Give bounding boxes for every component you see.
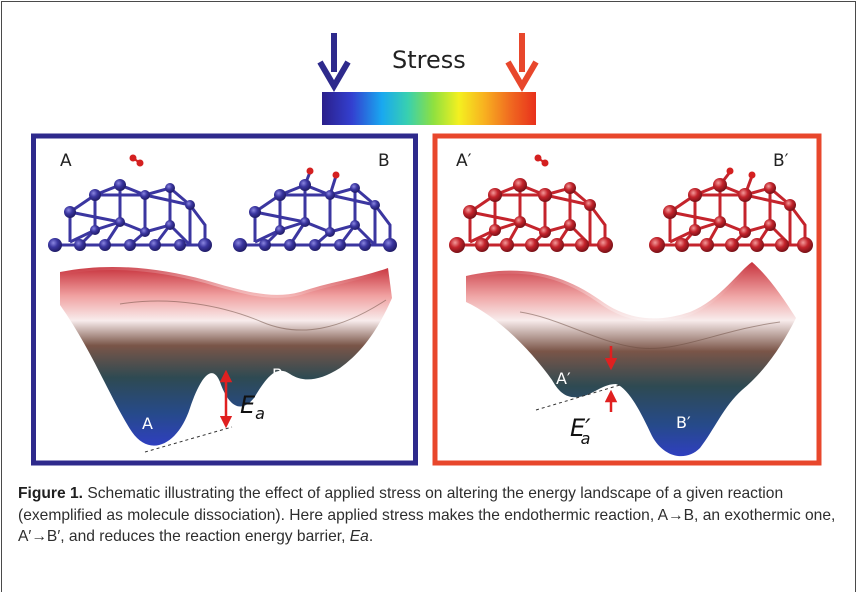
well-label-initial: A (142, 414, 153, 433)
atomic-cluster-final (240, 171, 392, 247)
well-label-initial-prime: A′ (556, 369, 571, 388)
high-stress-panel-frame (432, 133, 822, 466)
well-label-final: B (272, 365, 283, 384)
molecule-gas-phase (129, 154, 144, 167)
energy-surface-high-stress (465, 259, 796, 457)
barrier-label: Ea (240, 391, 265, 423)
stress-label: Stress (392, 46, 466, 74)
caption-ea: Ea (349, 528, 369, 545)
caption-end: . (368, 528, 374, 545)
figure-caption: Figure 1. Schematic illustrating the eff… (18, 483, 838, 548)
high-stress-panel: A′ B′ (449, 151, 813, 457)
molecule-gas-phase-prime (534, 154, 549, 167)
atomic-cluster-initial-prime (457, 183, 607, 247)
low-stress-panel-frame (31, 133, 418, 466)
panel-label-final-prime: B′ (773, 151, 789, 171)
barrier-label-prime: E′a (570, 414, 591, 448)
low-stress-arrow-icon (317, 33, 351, 92)
low-stress-panel: A B (48, 151, 397, 453)
stress-colorbar (322, 92, 536, 125)
baseline-dash-prime (535, 384, 621, 411)
atomic-cluster-final-prime (657, 171, 807, 247)
panel-label-initial: A (60, 151, 72, 171)
panel-label-initial-prime: A′ (456, 151, 472, 171)
panel-label-final: B (378, 151, 390, 171)
figure-illustration: Stress A B (31, 33, 822, 466)
stress-header: Stress (317, 33, 539, 125)
energy-surface-low-stress (59, 263, 392, 446)
atomic-cluster-initial (55, 183, 207, 247)
figure-label: Figure 1. (18, 485, 83, 502)
caption-text: Schematic illustrating the effect of app… (18, 485, 836, 545)
well-label-final-prime: B′ (676, 413, 691, 432)
high-stress-arrow-icon (505, 33, 539, 92)
